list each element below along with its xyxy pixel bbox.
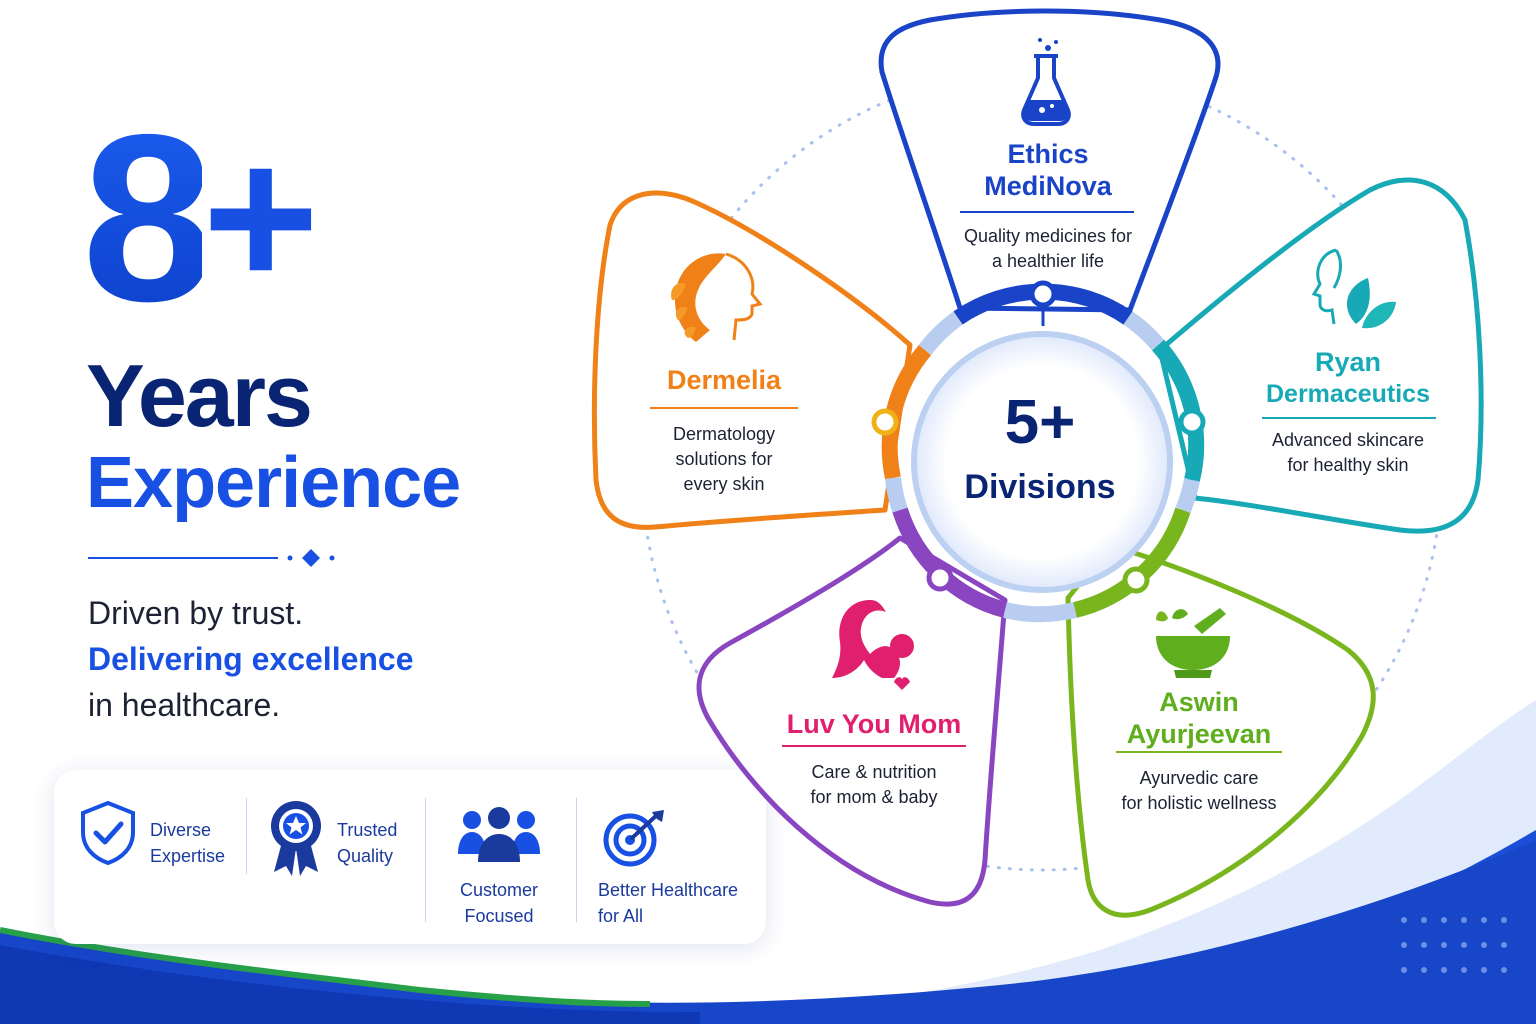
woman-face-icon bbox=[671, 252, 763, 342]
years-label: Years bbox=[86, 346, 313, 445]
hub-circle bbox=[911, 331, 1173, 593]
division-description: for holistic wellness bbox=[1121, 793, 1277, 813]
ring-segment-ryan bbox=[1151, 339, 1205, 482]
hub-label: Divisions bbox=[964, 468, 1116, 506]
dot-grid bbox=[1401, 917, 1507, 973]
division-name: MediNova bbox=[984, 171, 1112, 201]
division-description: Advanced skincare bbox=[1271, 430, 1425, 450]
division-description: Dermatology bbox=[672, 424, 776, 444]
feature-separator bbox=[246, 798, 247, 874]
division-description: Care & nutrition bbox=[811, 762, 937, 782]
division-ethics-medinova: Ethics MediNova Quality medicines for a … bbox=[948, 138, 1148, 274]
tagline-line-1: Driven by trust. bbox=[88, 595, 304, 631]
award-ribbon-icon bbox=[271, 801, 321, 876]
tagline-line-3: in healthcare. bbox=[88, 687, 281, 723]
petal-aswin-ayurjeevan bbox=[1065, 542, 1376, 918]
ring-nodes bbox=[871, 280, 1206, 594]
plus-sign: + bbox=[202, 106, 319, 329]
petal-luv-you-mom bbox=[696, 535, 1008, 907]
division-description: solutions for bbox=[675, 449, 773, 469]
division-name: Aswin bbox=[1159, 687, 1239, 717]
division-dermelia: Dermelia Dermatology solutions for every… bbox=[624, 364, 824, 497]
mother-baby-icon bbox=[832, 600, 914, 690]
division-luv-you-mom: Luv You Mom Care & nutrition for mom & b… bbox=[764, 708, 984, 810]
tagline: Driven by trust. Delivering excellence i… bbox=[88, 590, 414, 728]
flask-icon bbox=[1021, 38, 1071, 126]
hub-number: 5+ bbox=[1004, 388, 1076, 457]
division-description: Quality medicines for bbox=[963, 226, 1133, 246]
ring-segment-dermelia bbox=[881, 344, 932, 480]
division-name: Dermelia bbox=[666, 365, 782, 395]
division-ryan-dermaceutics: Ryan Dermaceutics Advanced skincare for … bbox=[1248, 346, 1448, 478]
division-description: a healthier life bbox=[991, 251, 1105, 271]
mortar-pestle-icon bbox=[1156, 608, 1230, 678]
division-name: Ayurjeevan bbox=[1126, 719, 1272, 749]
feature-separator bbox=[576, 798, 577, 922]
petal-ryan-dermaceutics bbox=[1157, 177, 1484, 534]
division-description: for healthy skin bbox=[1287, 455, 1409, 475]
years-number: 8+ bbox=[82, 86, 319, 351]
experience-label: Experience bbox=[86, 443, 461, 523]
tagline-line-2: Delivering excellence bbox=[88, 641, 414, 677]
headline-divider bbox=[88, 549, 534, 567]
division-aswin-ayurjeevan: Aswin Ayurjeevan Ayurvedic care for holi… bbox=[1099, 686, 1299, 816]
petal-dermelia bbox=[591, 190, 913, 530]
division-name: Luv You Mom bbox=[786, 709, 962, 739]
division-description: Ayurvedic care bbox=[1139, 768, 1259, 788]
division-name: Dermaceutics bbox=[1266, 380, 1430, 408]
division-description: every skin bbox=[683, 474, 765, 494]
face-leaf-icon bbox=[1311, 248, 1396, 329]
division-name: Ryan bbox=[1314, 347, 1382, 377]
division-name: Ethics bbox=[1007, 139, 1089, 169]
division-description: for mom & baby bbox=[810, 787, 938, 807]
feature-separator bbox=[425, 798, 426, 922]
target-arrow-icon bbox=[603, 810, 664, 867]
petal-ethics-medinova bbox=[878, 8, 1221, 313]
people-group-icon bbox=[458, 807, 540, 862]
shield-check-icon bbox=[81, 800, 135, 866]
